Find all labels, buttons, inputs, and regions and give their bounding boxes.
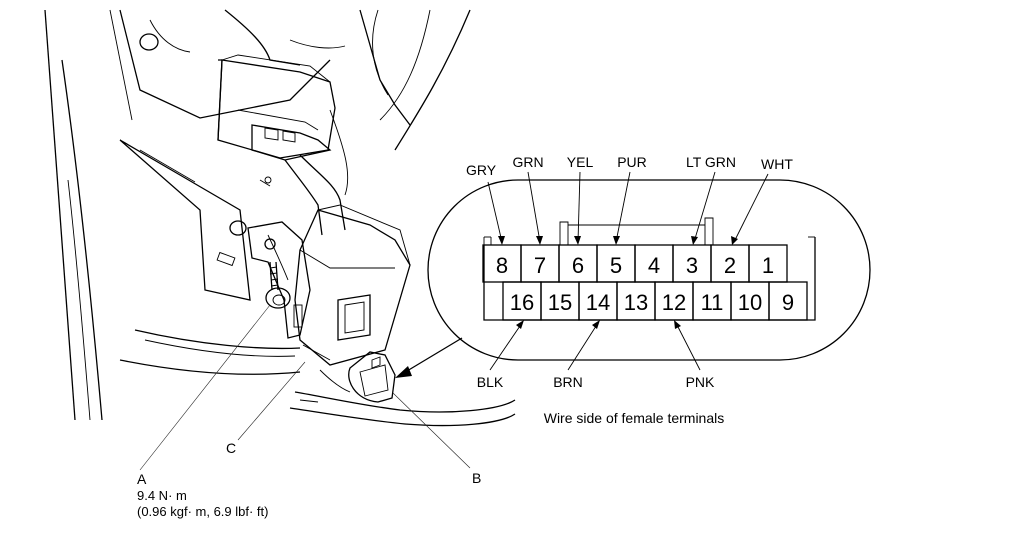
wire-label-grn: GRN xyxy=(512,154,543,170)
pin-number: 9 xyxy=(782,290,794,315)
pin-number: 15 xyxy=(548,290,572,315)
bottom-row-pin-numbers: 16 15 14 13 12 11 10 9 xyxy=(510,290,794,315)
pin-number: 5 xyxy=(610,253,622,278)
wire-label-yel: YEL xyxy=(567,154,594,170)
callout-c: C xyxy=(226,440,236,456)
wire-label-pnk: PNK xyxy=(686,374,715,390)
cell-bottom xyxy=(768,281,808,321)
wire-label-wht: WHT xyxy=(761,156,793,172)
wire-leaders-bottom xyxy=(489,320,701,371)
pin-number: 14 xyxy=(586,290,610,315)
wire-label-gry: GRY xyxy=(466,162,497,178)
pin-number: 13 xyxy=(624,290,648,315)
pin-number: 3 xyxy=(686,253,698,278)
pin-number: 16 xyxy=(510,290,534,315)
torque-conversion: (0.96 kgf· m, 6.9 lbf· ft) xyxy=(137,504,269,519)
callout-a: A xyxy=(137,471,147,487)
pin-number: 6 xyxy=(572,253,584,278)
pin-number: 4 xyxy=(648,253,660,278)
assembly-drawing xyxy=(44,9,516,471)
wire-leaders-top xyxy=(487,171,769,245)
pin-number: 1 xyxy=(762,253,774,278)
bottom-row-cells xyxy=(502,281,808,321)
connector-caption: Wire side of female terminals xyxy=(544,410,725,426)
pin-number: 7 xyxy=(534,253,546,278)
top-row-cells xyxy=(482,244,788,283)
detail-arrow xyxy=(395,337,463,378)
wire-label-lt-grn: LT GRN xyxy=(686,154,736,170)
torque-value: 9.4 N· m xyxy=(137,488,187,503)
pin-number: 2 xyxy=(724,253,736,278)
pin-number: 11 xyxy=(701,290,724,315)
callout-b: B xyxy=(472,470,481,486)
wire-label-brn: BRN xyxy=(553,374,583,390)
wire-label-pur: PUR xyxy=(617,154,647,170)
top-row-pin-numbers: 8 7 6 5 4 3 2 1 xyxy=(496,253,774,278)
pin-number: 10 xyxy=(738,290,762,315)
wire-label-blk: BLK xyxy=(477,374,504,390)
connector-face-view: 8 7 6 5 4 3 2 1 16 15 14 13 12 11 10 9 xyxy=(427,154,871,426)
pin-number: 8 xyxy=(496,253,508,278)
pin-number: 12 xyxy=(662,290,686,315)
